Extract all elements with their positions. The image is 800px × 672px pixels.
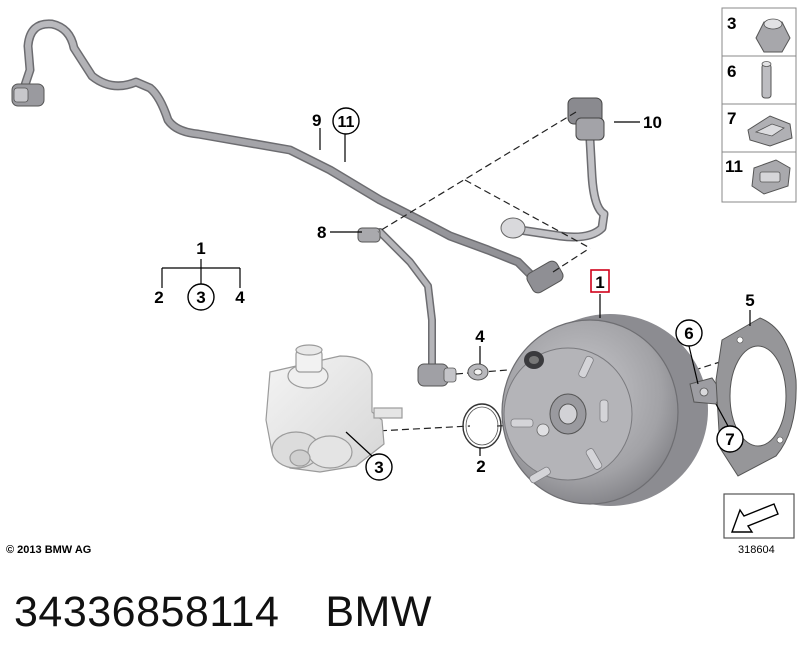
vacuum-pipe xyxy=(11,19,564,294)
leader-lines xyxy=(161,121,751,457)
callout-washer-4: 4 xyxy=(475,327,485,346)
panel-item-number-2: 7 xyxy=(727,109,736,128)
callout-pipe-9: 9 xyxy=(312,111,321,130)
legend-child-2: 2 xyxy=(154,288,163,307)
callout-bracket-6: 6 xyxy=(684,324,693,343)
panel-item-number-0: 3 xyxy=(727,14,736,33)
highlight-box xyxy=(590,269,610,293)
clip-icon xyxy=(747,115,793,147)
part-caption: 34336858114 BMW xyxy=(14,588,432,637)
panel-item-number-1: 6 xyxy=(727,62,736,81)
legend-child-3: 3 xyxy=(196,288,205,307)
legend-parent-1: 1 xyxy=(196,239,205,258)
callout-booster-1: 1 xyxy=(595,273,604,292)
callout-circle-7 xyxy=(716,425,744,453)
callout-bracket-7: 7 xyxy=(725,430,734,449)
check-valve xyxy=(500,97,609,242)
callout-pipe-11: 11 xyxy=(338,114,355,131)
copyright-notice: © 2013 BMW AG xyxy=(6,544,91,556)
callout-hose-8: 8 xyxy=(317,223,326,242)
callout-oring-2: 2 xyxy=(476,457,485,476)
nut-icon xyxy=(755,18,791,53)
callout-cylinder-3: 3 xyxy=(374,458,383,477)
callout-valve-10: 10 xyxy=(643,113,662,132)
washer xyxy=(467,363,489,381)
legend-child-4: 4 xyxy=(235,288,245,307)
callout-circle-6 xyxy=(675,319,703,347)
panel-item-number-3: 11 xyxy=(725,157,743,176)
brake-booster xyxy=(501,314,708,506)
brake-master-cylinder xyxy=(265,344,403,473)
legend-circle-3 xyxy=(187,283,215,311)
hose-clamp-icon xyxy=(751,159,791,195)
part-number: 34336858114 xyxy=(14,588,280,636)
o-ring xyxy=(462,403,502,449)
stud-pin-icon xyxy=(761,61,772,99)
callout-circle-11 xyxy=(332,107,360,135)
diagram-number: 318604 xyxy=(738,544,775,556)
callout-circle-3 xyxy=(365,453,393,481)
small-parts-panel: 3 6 7 11 xyxy=(721,7,797,203)
callout-gasket-5: 5 xyxy=(745,291,754,310)
brand-name: BMW xyxy=(325,588,432,636)
orientation-arrow-icon xyxy=(723,493,795,539)
connector-hose xyxy=(357,227,457,387)
